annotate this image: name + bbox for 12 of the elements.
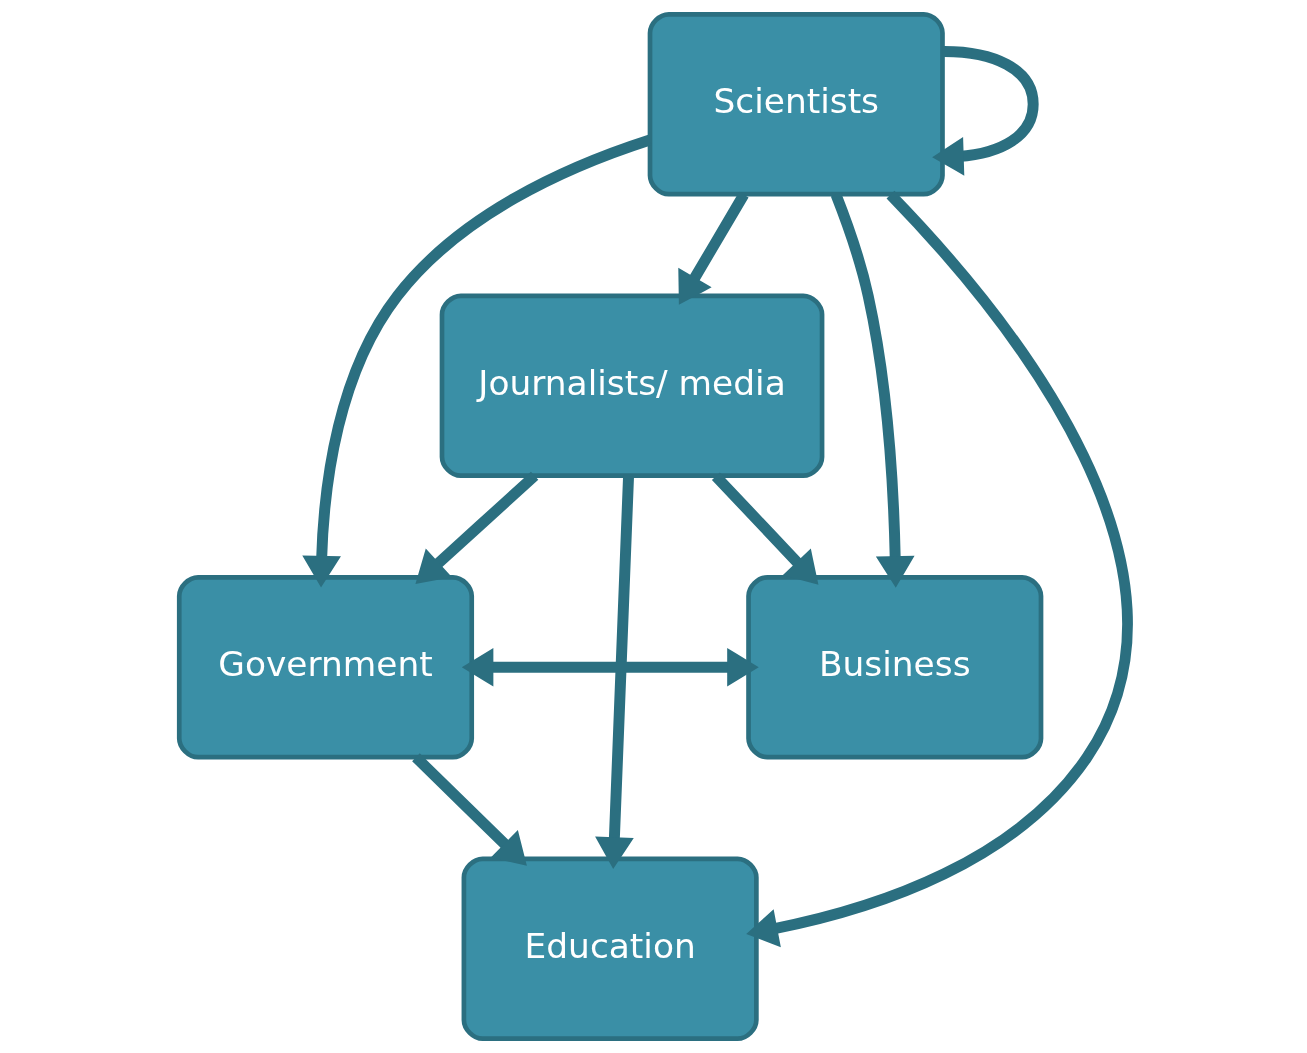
arrow xyxy=(415,471,539,585)
arrow xyxy=(595,475,635,869)
arrow xyxy=(746,190,1133,948)
arrow xyxy=(412,753,527,866)
node-box: Scientists xyxy=(647,11,945,197)
arrow xyxy=(711,472,819,585)
node-box: Government xyxy=(176,575,475,760)
arrow xyxy=(932,45,1039,176)
node-box: Education xyxy=(461,856,759,1042)
node-box: Business xyxy=(746,575,1044,760)
node-box: Journalists/ media xyxy=(439,293,825,478)
arrow xyxy=(461,647,759,687)
